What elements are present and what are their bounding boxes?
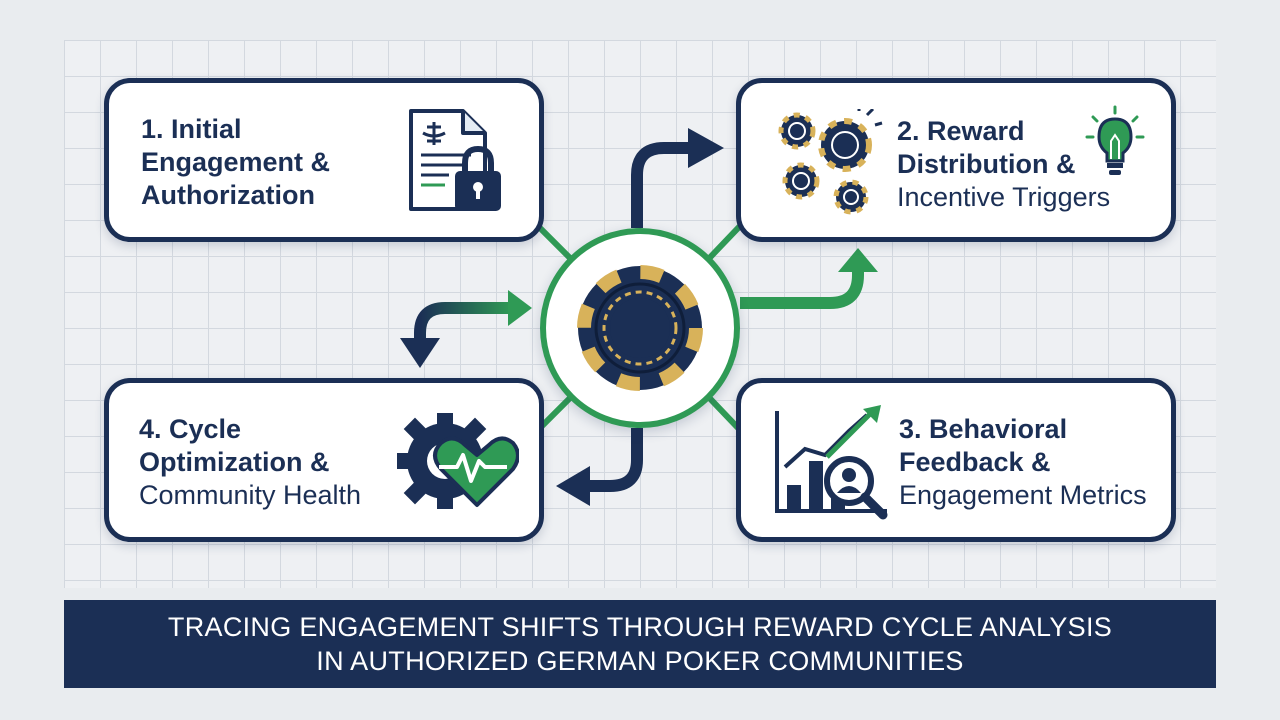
arrow-hub-to-card-4-head [556,466,590,506]
step-4-line-2: Optimization & [139,447,330,477]
step-card-initial-engagement: 1. Initial Engagement & Authorization [104,78,544,242]
step-card-cycle-optimization: 4. Cycle Optimization & Community Health [104,378,544,542]
banner-line-2: IN AUTHORIZED GERMAN POKER COMMUNITIES [316,646,964,676]
step-4-title: 4. Cycle [139,414,242,444]
step-2-line-2: Distribution & [897,149,1076,179]
arrow-hub-left-head-right [508,290,532,326]
title-banner: TRACING ENGAGEMENT SHIFTS THROUGH REWARD… [64,600,1216,688]
poker-chips-icon [778,109,883,215]
step-3-line-2: Feedback & [899,447,1051,477]
arrow-card-4-to-hub [414,302,512,340]
authorization-document-lock-icon [409,109,501,211]
arrow-card-4-head-down [400,338,440,368]
poker-chip-icon [577,265,703,391]
step-1-line-2: Engagement & [141,147,331,177]
step-3-title: 3. Behavioral [899,414,1068,444]
step-1-title: 1. Initial [141,114,242,144]
step-2-label: 2. Reward Distribution & Incentive Trigg… [897,115,1110,214]
central-hub [540,228,740,428]
step-1-label: 1. Initial Engagement & Authorization [141,113,330,212]
step-1-line-3: Authorization [141,180,315,210]
gear-heart-pulse-icon [397,413,519,509]
analytics-chart-magnifier-icon [775,405,888,520]
arrow-hub-to-card-4 [588,428,643,492]
lightbulb-icon [1085,105,1145,175]
step-2-line-3: Incentive Triggers [897,182,1111,212]
step-3-line-3: Engagement Metrics [899,480,1147,510]
step-4-label: 4. Cycle Optimization & Community Health [139,413,361,512]
step-card-behavioral-feedback: 3. Behavioral Feedback & Engagement Metr… [736,378,1176,542]
arrow-hub-to-card-2-bottom [740,270,864,309]
step-3-label: 3. Behavioral Feedback & Engagement Metr… [899,413,1147,512]
step-4-line-3: Community Health [139,480,362,510]
arrow-to-card-2-head [688,128,724,168]
step-2-title: 2. Reward [897,116,1025,146]
arrow-to-card-2 [631,142,690,228]
arrow-hub-to-card-2-bottom-head [838,248,878,272]
step-card-reward-distribution: 2. Reward Distribution & Incentive Trigg… [736,78,1176,242]
banner-line-1: TRACING ENGAGEMENT SHIFTS THROUGH REWARD… [167,612,1113,642]
